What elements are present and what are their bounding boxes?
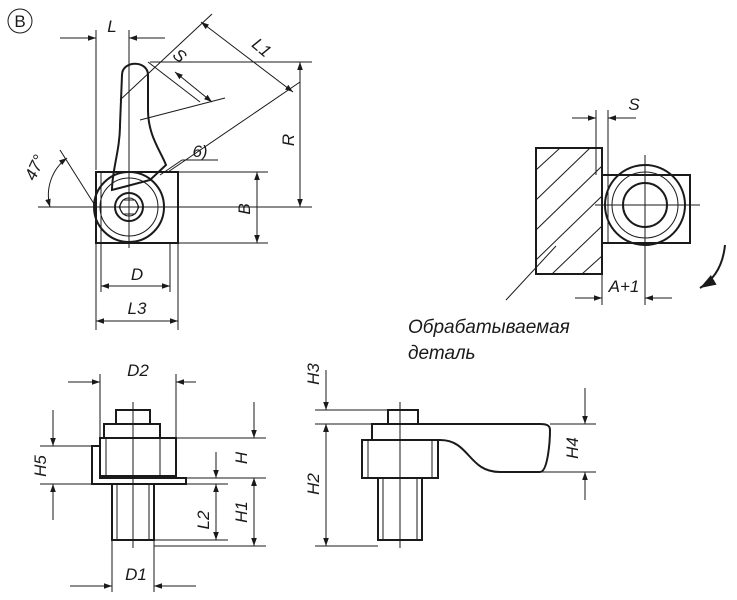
dim-S-side: S — [628, 95, 640, 114]
dim-A1: A+1 — [608, 277, 640, 296]
dim-L2: L2 — [194, 510, 213, 529]
workpiece-caption-line1: Обрабатываемая — [408, 317, 570, 338]
dim-H1: H1 — [232, 501, 251, 523]
dim-L3: L3 — [128, 299, 147, 318]
dim-L1: L1 — [248, 34, 275, 61]
dim-S-top: S — [169, 45, 190, 67]
view-label-circle: B — [7, 8, 33, 34]
dim-angle: 47° — [21, 152, 49, 184]
dim-H4: H4 — [563, 437, 582, 459]
dim-D1: D1 — [125, 565, 147, 584]
front-view: D2 D1 H5 H L2 H1 — [31, 361, 266, 592]
dim-R: R — [279, 134, 298, 146]
view-label: B — [14, 12, 25, 31]
workpiece-caption-line2: деталь — [408, 343, 476, 364]
note-6: 6) — [192, 142, 207, 161]
dim-D2: D2 — [127, 361, 149, 380]
lever-side-view: H3 H2 H4 — [304, 363, 596, 548]
dim-H3: H3 — [304, 363, 323, 385]
dim-D: D — [131, 265, 143, 284]
dim-B: B — [235, 203, 254, 214]
side-view: S A+1 Обрабатываемая деталь — [408, 95, 726, 364]
top-view: L R B L1 S 47° 6) D — [21, 13, 312, 330]
dim-H5: H5 — [31, 455, 50, 477]
dim-H2: H2 — [304, 473, 323, 495]
dim-L: L — [107, 17, 116, 36]
dim-H: H — [232, 451, 251, 464]
